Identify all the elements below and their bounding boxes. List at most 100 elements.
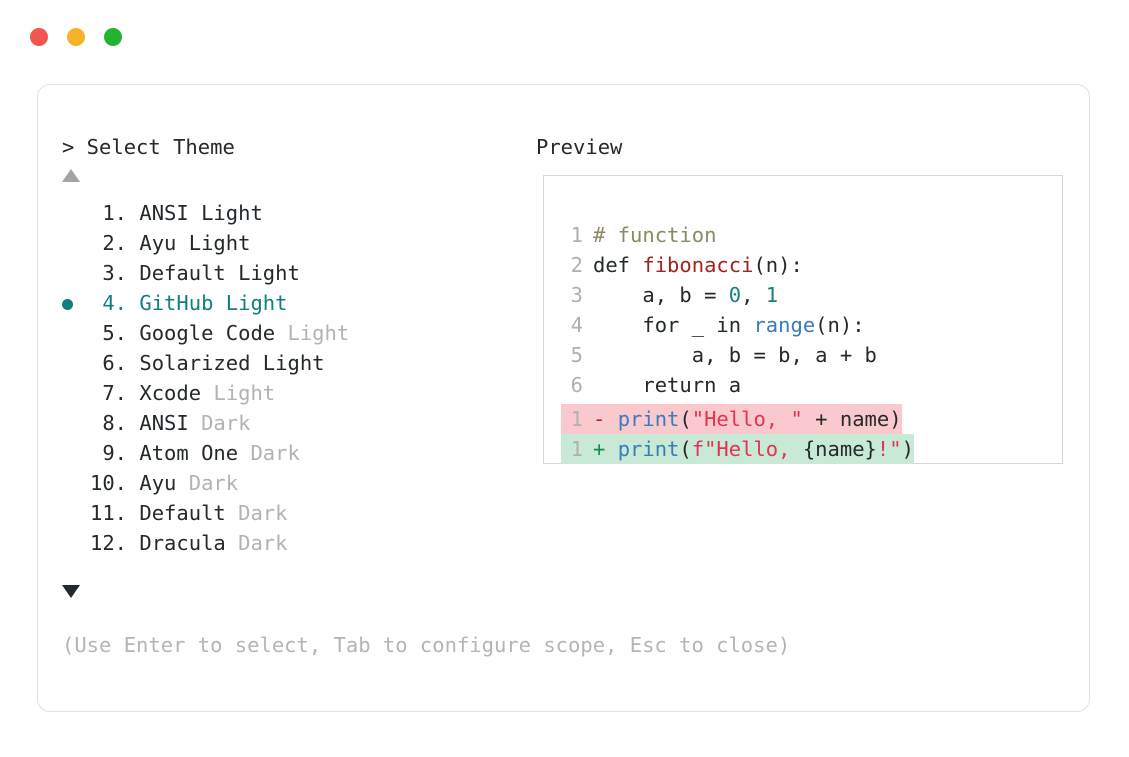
scroll-down-arrow-icon[interactable] (62, 585, 80, 598)
theme-name: Ayu (139, 471, 189, 495)
theme-name: Solarized (139, 351, 263, 375)
theme-index: 9. (90, 441, 140, 465)
theme-index: 11. (90, 501, 140, 525)
code-token: f"Hello, (691, 437, 803, 461)
diff-marker: - (593, 407, 618, 431)
theme-index: 5. (90, 321, 140, 345)
code-token: (n): (815, 313, 865, 337)
code-token: # function (593, 223, 717, 247)
theme-variant: Dark (250, 441, 300, 465)
theme-list-item-label: 9. Atom One Dark (90, 438, 300, 468)
theme-index: 1. (90, 201, 140, 225)
diff-block: 1 - print("Hello, " + name)1 + print(f"H… (561, 404, 914, 464)
window-traffic-lights (30, 28, 122, 46)
theme-list-item[interactable]: 8. ANSI Dark (38, 408, 508, 438)
theme-variant: Light (262, 351, 325, 375)
line-number: 5 (570, 343, 583, 367)
theme-index: 6. (90, 351, 140, 375)
theme-list-item[interactable]: 10. Ayu Dark (38, 468, 508, 498)
theme-name: Default (139, 261, 239, 285)
close-dot[interactable] (30, 28, 48, 46)
theme-name: ANSI (139, 201, 202, 225)
code-token: def (593, 253, 643, 277)
code-token: "Hello, " (691, 407, 803, 431)
theme-list-item-label: 4. GitHub Light (90, 288, 287, 318)
theme-variant: Light (213, 381, 276, 405)
code-token: {name} (802, 437, 877, 461)
theme-index: 12. (90, 531, 140, 555)
theme-list-item[interactable]: 11. Default Dark (38, 498, 508, 528)
diff-line: 1 + print(f"Hello, {name}!") (561, 434, 914, 464)
theme-index: 10. (90, 471, 140, 495)
code-token: a, b = (593, 283, 729, 307)
theme-list: 1. ANSI Light 2. Ayu Light 3. Default Li… (38, 198, 508, 558)
theme-variant: Dark (188, 471, 239, 495)
theme-variant: Light (287, 321, 350, 345)
theme-name: Xcode (139, 381, 214, 405)
gutter-spacer (583, 280, 593, 310)
theme-list-item[interactable]: 6. Solarized Light (38, 348, 508, 378)
line-number: 3 (570, 283, 583, 307)
theme-list-item-label: 8. ANSI Dark (90, 408, 250, 438)
theme-name: GitHub (139, 291, 226, 315)
theme-list-item-label: 6. Solarized Light (90, 348, 325, 378)
theme-list-item[interactable]: 5. Google Code Light (38, 318, 508, 348)
code-token: (n): (753, 253, 803, 277)
theme-list-item-label: 11. Default Dark (90, 498, 288, 528)
theme-list-item[interactable]: 9. Atom One Dark (38, 438, 508, 468)
theme-index: 8. (90, 411, 140, 435)
gutter-spacer (583, 310, 593, 340)
theme-list-item-label: 2. Ayu Light (90, 228, 250, 258)
theme-list-item-label: 10. Ayu Dark (90, 468, 238, 498)
theme-variant: Light (188, 231, 251, 255)
theme-index: 3. (90, 261, 140, 285)
code-token: a, b = b, a + b (593, 343, 877, 367)
theme-index: 7. (90, 381, 140, 405)
gutter-spacer (583, 250, 593, 280)
theme-list-item[interactable]: 1. ANSI Light (38, 198, 508, 228)
line-number: 2 (570, 253, 583, 277)
gutter-spacer (583, 370, 593, 400)
line-number: 6 (570, 373, 583, 397)
prompt-header: > Select Theme (62, 135, 235, 159)
minimize-dot[interactable] (67, 28, 85, 46)
theme-list-item[interactable]: 2. Ayu Light (38, 228, 508, 258)
theme-list-item[interactable]: 3. Default Light (38, 258, 508, 288)
theme-name: Atom One (139, 441, 251, 465)
theme-list-item-label: 3. Default Light (90, 258, 300, 288)
gutter-spacer (583, 340, 593, 370)
theme-variant: Dark (238, 531, 288, 555)
line-number: 4 (570, 313, 583, 337)
theme-name: Dracula (139, 531, 239, 555)
line-number: 1 (570, 223, 583, 247)
theme-list-item-label: 1. ANSI Light (90, 198, 263, 228)
theme-variant: Dark (238, 501, 288, 525)
theme-variant: Dark (201, 411, 251, 435)
theme-list-item[interactable]: 7. Xcode Light (38, 378, 508, 408)
code-line: 3 a, b = 0, 1 (561, 280, 877, 310)
gutter-spacer (583, 434, 593, 464)
code-token: fibonacci (642, 253, 754, 277)
keyboard-hint: (Use Enter to select, Tab to configure s… (62, 633, 791, 657)
code-token: ( (679, 407, 692, 431)
theme-name: Default (139, 501, 239, 525)
theme-name: Ayu (139, 231, 189, 255)
code-token: print (617, 407, 680, 431)
code-token: range (753, 313, 816, 337)
theme-variant: Light (201, 201, 263, 225)
code-line: 2 def fibonacci(n): (561, 250, 877, 280)
theme-list-item[interactable]: 12. Dracula Dark (38, 528, 508, 558)
diff-line-number: 1 (570, 437, 583, 461)
theme-list-item[interactable]: 4. GitHub Light (38, 288, 508, 318)
code-token: , (741, 283, 766, 307)
theme-list-item-label: 12. Dracula Dark (90, 528, 288, 558)
theme-name: Google Code (139, 321, 288, 345)
selection-bullet-icon (62, 299, 73, 310)
diff-line: 1 - print("Hello, " + name) (561, 404, 902, 434)
code-token: ( (679, 437, 692, 461)
scroll-up-arrow-icon[interactable] (62, 169, 80, 182)
preview-header: Preview (536, 135, 623, 159)
maximize-dot[interactable] (104, 28, 122, 46)
